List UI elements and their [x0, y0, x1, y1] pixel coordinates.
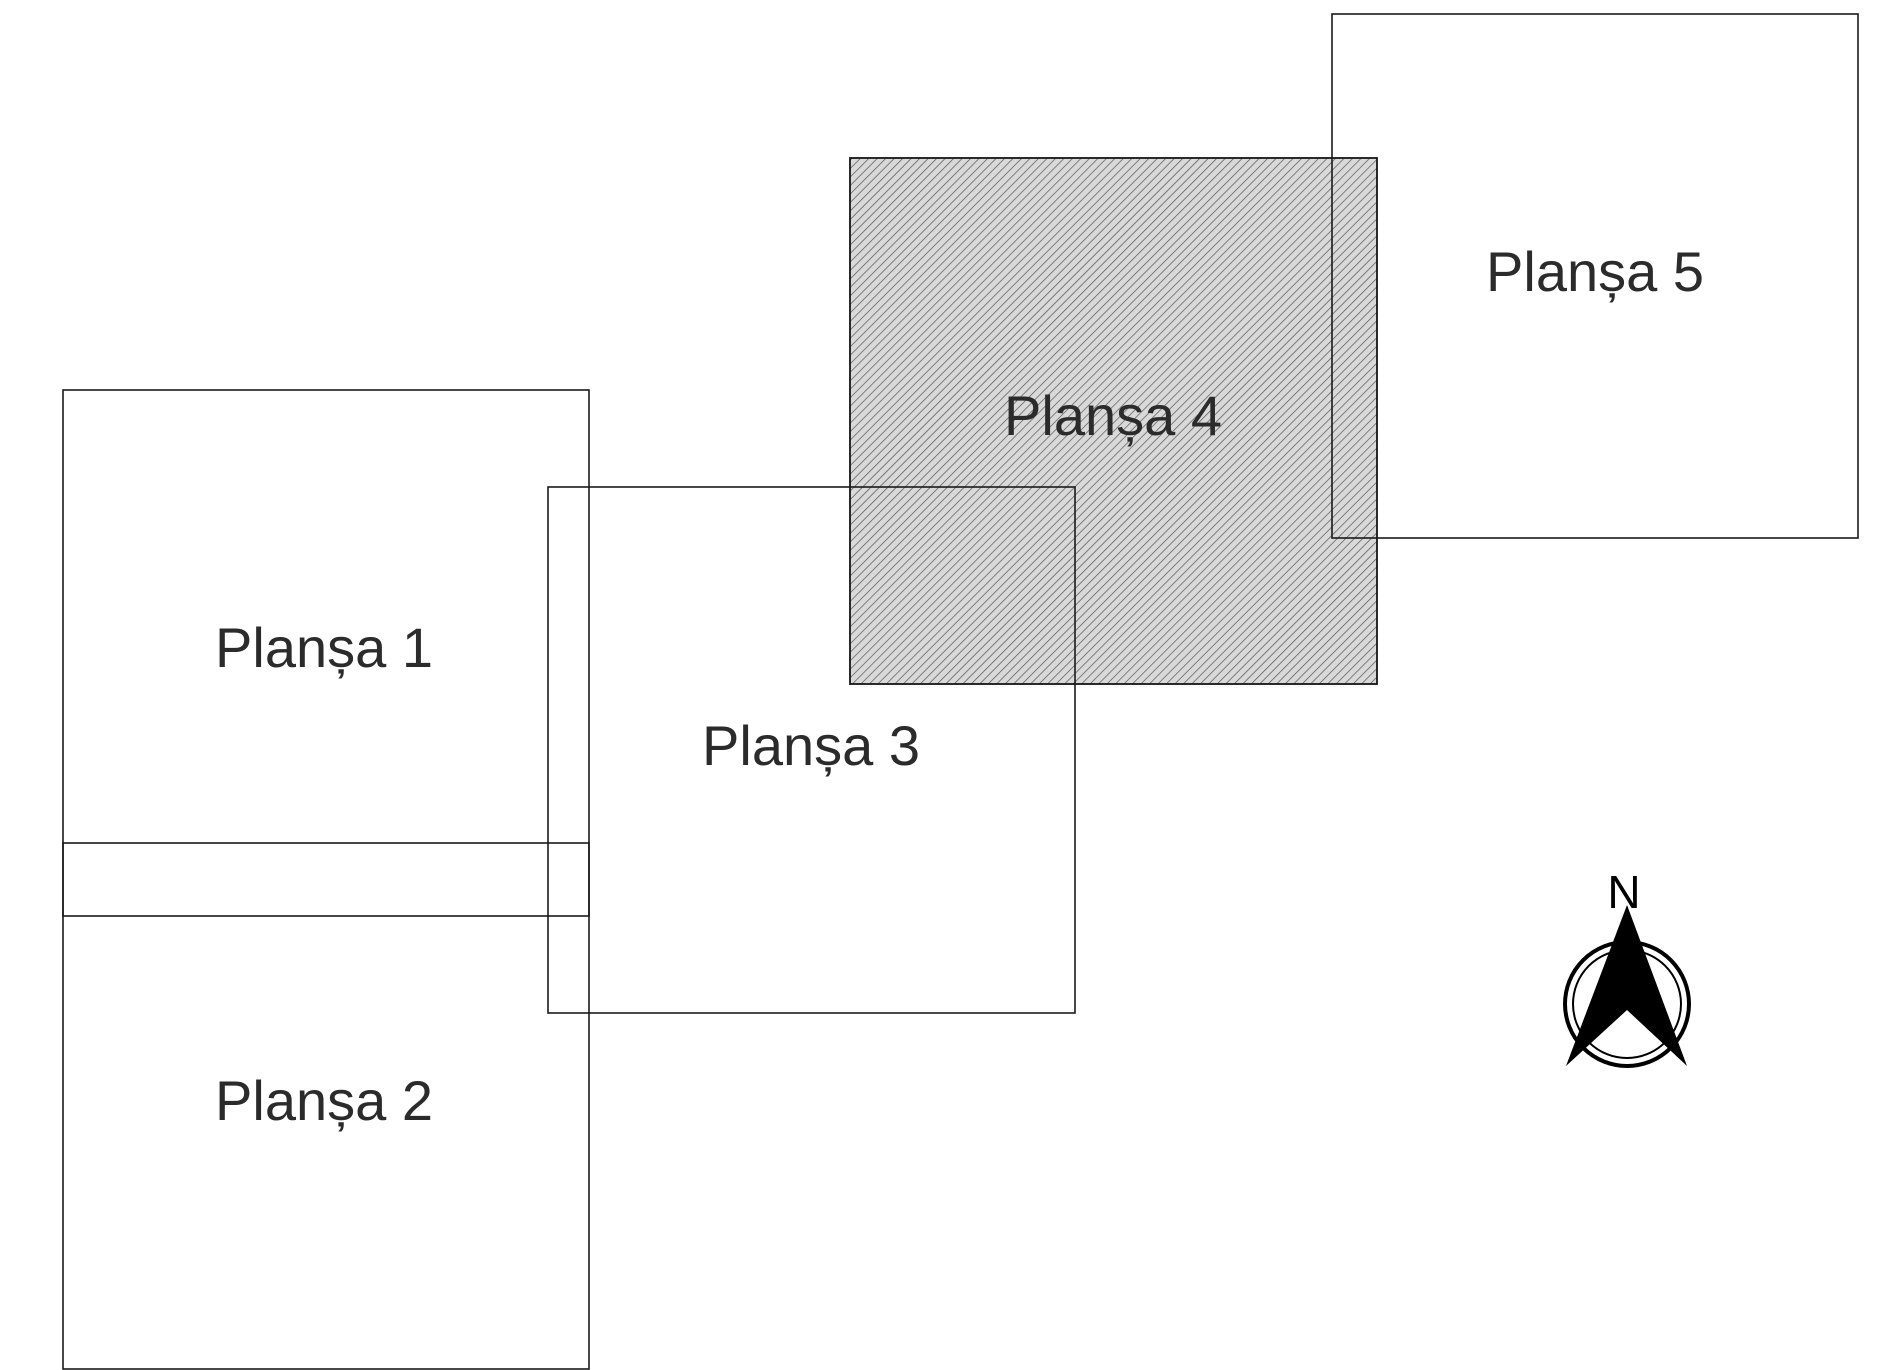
sheet-4-label: Planșa 4	[1004, 384, 1222, 447]
sheet-5: Planșa 5	[1331, 13, 1859, 539]
sheet-1-label: Planșa 1	[215, 616, 433, 679]
sheet-1-frame	[62, 389, 590, 917]
sheet-4: Planșa 4	[849, 157, 1378, 685]
sheet-3: Planșa 3	[547, 486, 1076, 1014]
north-arrow-pointer	[1566, 905, 1687, 1066]
sheet-4-frame	[849, 157, 1378, 685]
sheet-2: Planșa 2	[62, 842, 590, 1370]
sheet-3-frame	[547, 486, 1076, 1014]
sheet-3-label: Planșa 3	[702, 714, 920, 777]
sheet-4-outline	[849, 157, 1378, 685]
sheet-1: Planșa 1	[62, 389, 590, 917]
north-arrow-icon: N	[1563, 866, 1691, 1068]
north-letter: N	[1607, 866, 1640, 918]
sheet-2-frame	[62, 842, 590, 1370]
sheet-5-frame	[1331, 13, 1859, 539]
sheet-5-label: Planșa 5	[1486, 240, 1704, 303]
sheet-2-label: Planșa 2	[215, 1069, 433, 1132]
